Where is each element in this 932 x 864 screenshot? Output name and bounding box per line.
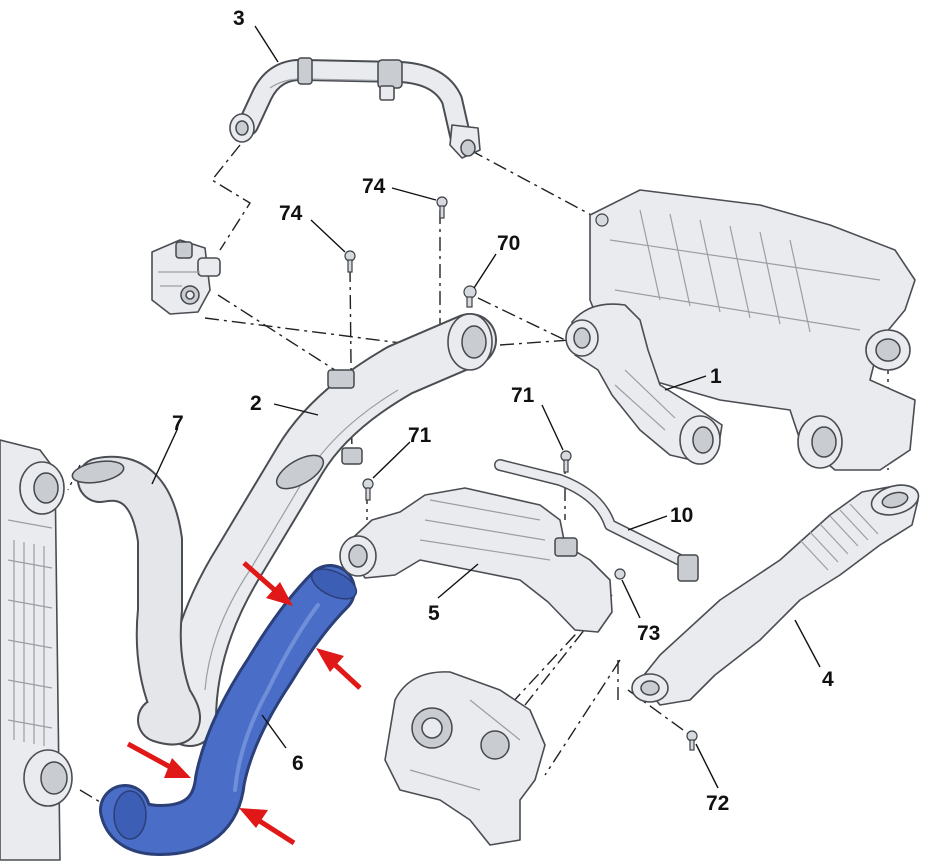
callout-74-left: 74 [279, 202, 303, 225]
nut-73 [614, 568, 626, 580]
red-arrow-icon [126, 741, 191, 778]
callout-71-upper: 71 [511, 384, 535, 407]
part-6-highlighted-hose [99, 564, 358, 856]
callout-10: 10 [670, 504, 693, 527]
bolt-72 [686, 730, 698, 751]
part-3-upper-breather-tube [229, 57, 481, 159]
callout-74-right: 74 [362, 175, 386, 198]
red-arrow-icon [316, 648, 362, 690]
callout-1: 1 [710, 365, 722, 388]
callout-2: 2 [250, 392, 262, 415]
part-5-shielded-pipe [339, 487, 613, 633]
callout-5: 5 [428, 602, 440, 625]
callout-72: 72 [706, 792, 729, 815]
callout-3: 3 [233, 7, 245, 30]
leader-lines [151, 25, 821, 789]
bolt-74-left [344, 250, 356, 273]
bolt-70 [463, 285, 477, 308]
callout-7: 7 [172, 412, 184, 435]
part-4-corrugated-hose [631, 484, 920, 706]
fasteners [344, 196, 698, 751]
turbocharger [384, 671, 546, 846]
callout-71-lower: 71 [408, 424, 432, 447]
part-10-thin-pipe [494, 459, 699, 582]
intake-manifold [589, 189, 916, 471]
callout-labels: 3 74 74 70 1 2 71 71 7 10 5 73 6 4 72 [172, 7, 834, 815]
red-arrow-icon [239, 808, 296, 846]
callout-73: 73 [637, 622, 660, 645]
intercooler [0, 439, 73, 861]
callout-4: 4 [822, 668, 834, 691]
highlight-arrows [126, 561, 362, 846]
sensor-bracket [151, 239, 221, 315]
part-1-air-intake-elbow [565, 303, 723, 465]
part-2-intake-pipe [163, 313, 497, 747]
part-7-left-hose [71, 455, 201, 746]
callout-6: 6 [292, 752, 304, 775]
callout-70: 70 [497, 232, 520, 255]
bolt-71-lower [362, 478, 374, 501]
red-arrow-icon [242, 561, 293, 606]
bolt-71-upper [560, 450, 572, 473]
bolt-74-right [436, 196, 448, 219]
